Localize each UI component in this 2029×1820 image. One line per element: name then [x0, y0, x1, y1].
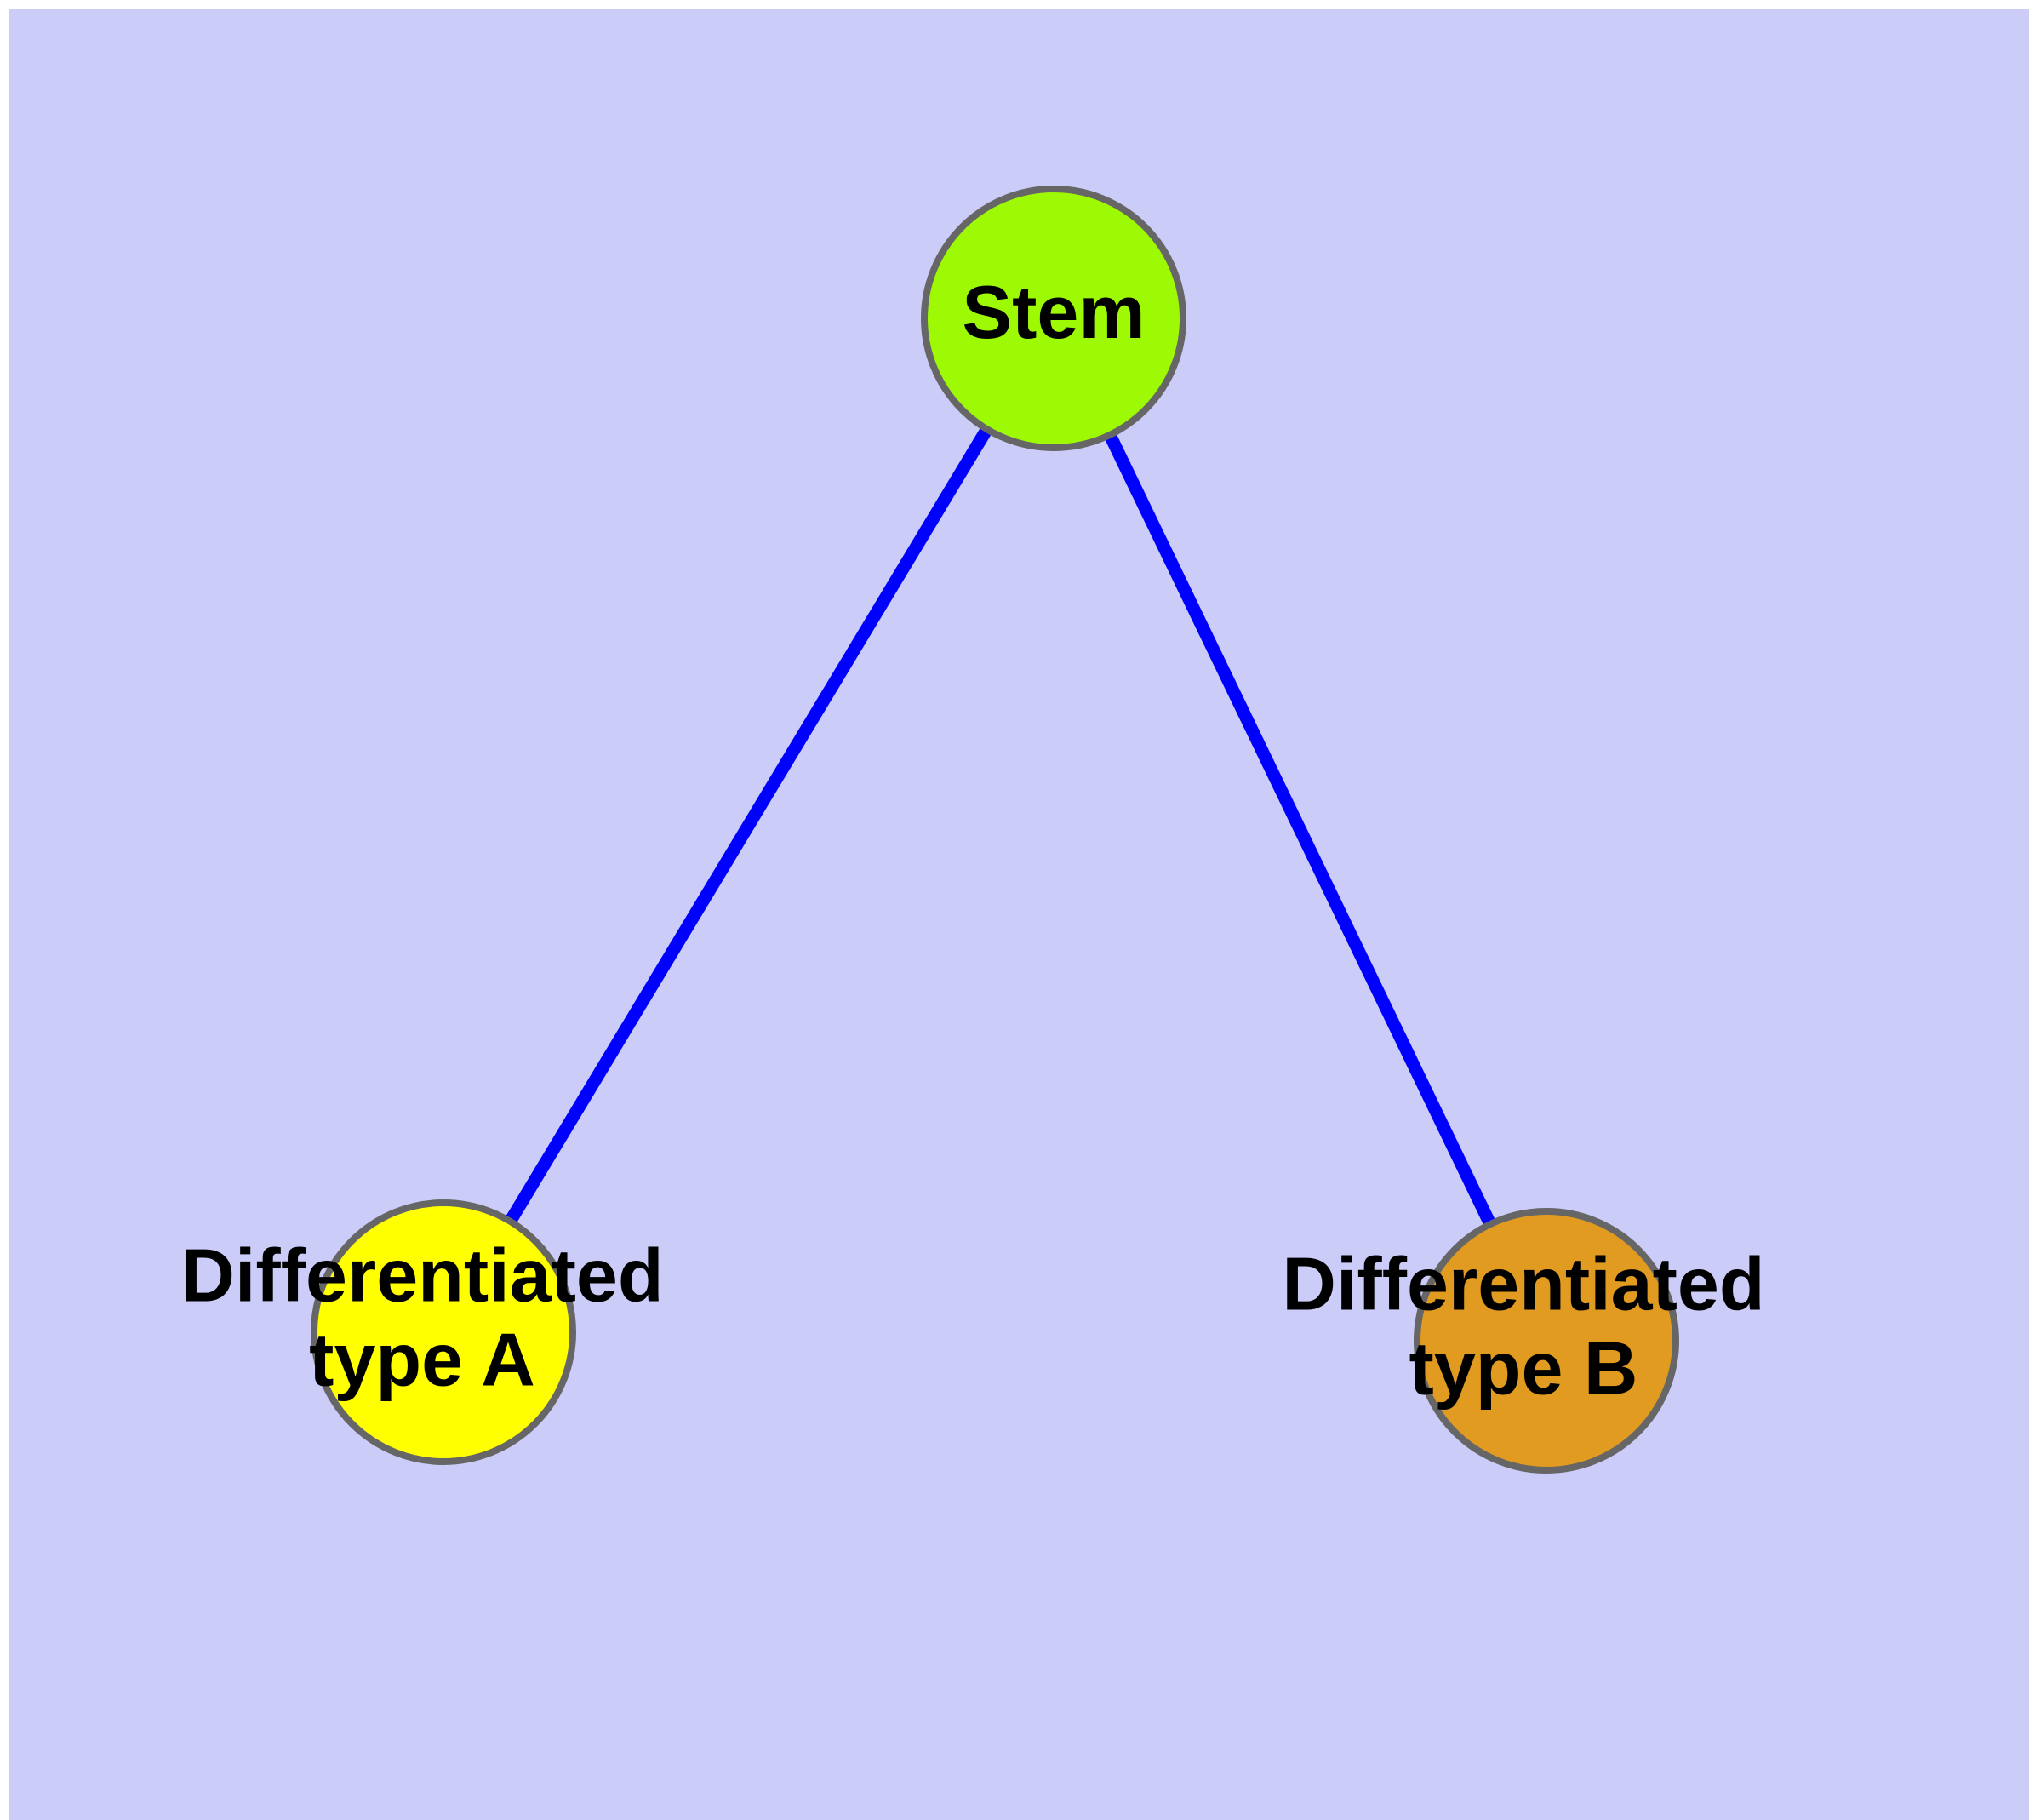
edges-layer — [501, 421, 1499, 1232]
graph-node-diff_b[interactable] — [1414, 1208, 1679, 1474]
graph-edge — [1101, 427, 1499, 1232]
label-line: Stem — [962, 270, 1145, 354]
label-line: type B — [1409, 1326, 1638, 1411]
graph-edge — [501, 421, 996, 1229]
graph-node-stem[interactable] — [921, 186, 1186, 451]
graph-node-label-stem: Stem — [962, 270, 1145, 354]
label-line: type A — [309, 1318, 535, 1402]
label-line: Differentiated — [1282, 1242, 1764, 1326]
graph-node-diff_a[interactable] — [311, 1199, 576, 1465]
label-line: Differentiated — [180, 1233, 663, 1318]
